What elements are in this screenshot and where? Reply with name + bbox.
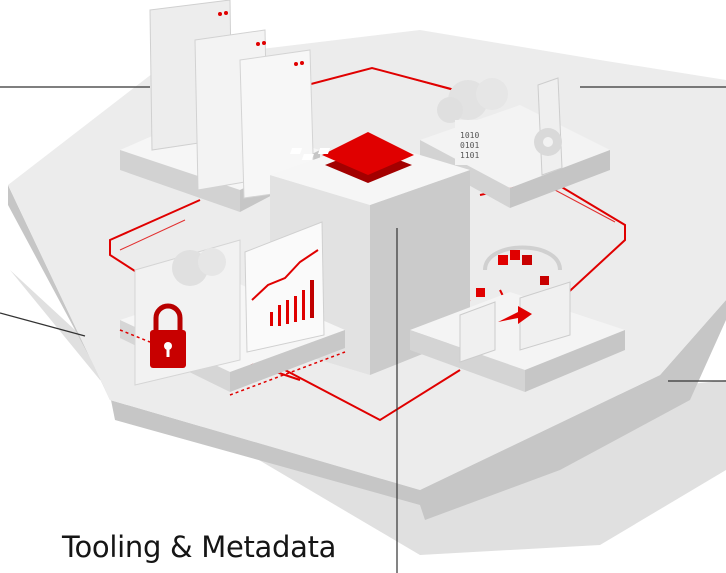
svg-text:0101: 0101 <box>460 141 479 150</box>
lock-chart-icon <box>150 221 325 368</box>
leader-lines <box>0 86 726 573</box>
module-window-panels <box>120 0 320 212</box>
dashed-accents <box>119 329 346 396</box>
module-container-pipeline <box>410 245 625 392</box>
cloud-gear-icon: 1010 0101 1101 <box>437 77 563 176</box>
module-secure-analytics <box>120 221 345 392</box>
svg-text:1101: 1101 <box>460 151 479 160</box>
platform-side <box>8 185 726 520</box>
chip-icon <box>289 132 414 183</box>
cube-arrow-icon <box>459 245 571 363</box>
svg-text:1010: 1010 <box>460 131 479 140</box>
caption-label: Tooling & Metadata <box>62 530 337 564</box>
ground-shadow <box>10 270 726 555</box>
